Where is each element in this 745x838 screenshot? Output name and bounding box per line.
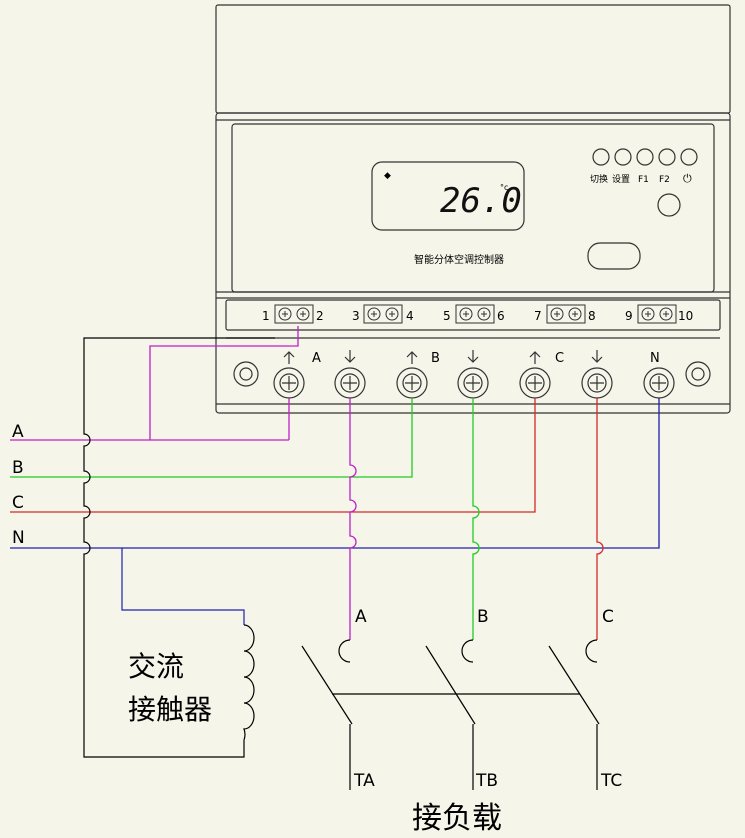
- contactor-wire-blue: [121, 548, 245, 625]
- control-buttons[interactable]: [587, 148, 698, 270]
- supply-label-n: N: [12, 528, 25, 548]
- output-label-tc: TC: [600, 771, 622, 791]
- terminal-6: 6: [497, 309, 505, 323]
- button-setting-label: 设置: [612, 174, 630, 185]
- phase-label-a: A: [312, 351, 321, 366]
- contact-label-a: A: [355, 607, 367, 627]
- temperature-readout: 26.0: [440, 181, 522, 221]
- supply-label-c: C: [12, 493, 24, 513]
- supply-line-n: [10, 398, 660, 549]
- button-switch-label: 切换: [590, 173, 608, 185]
- terminal-1: 1: [262, 309, 270, 323]
- signal-terminals: [274, 304, 677, 324]
- phase-label-c: C: [555, 351, 564, 366]
- output-line-b: [472, 398, 480, 640]
- terminal-8: 8: [588, 309, 596, 323]
- phase-label-n: N: [650, 351, 660, 366]
- direction-arrows: [283, 350, 603, 364]
- terminal-4: 4: [406, 309, 414, 323]
- button-f1-label: F1: [638, 175, 649, 185]
- device-name: 智能分体空调控制器: [414, 253, 504, 266]
- mounting-holes: [233, 361, 711, 387]
- supply-line-c: [10, 398, 536, 513]
- contact-label-b: B: [477, 607, 489, 627]
- terminal-3: 3: [352, 309, 360, 323]
- contactor-label-2: 接触器: [128, 693, 212, 726]
- output-label-ta: TA: [353, 771, 375, 791]
- contact-label-c: C: [602, 607, 614, 627]
- output-label-tb: TB: [475, 771, 498, 791]
- supply-label-a: A: [12, 422, 24, 442]
- load-label: 接负载: [412, 801, 502, 836]
- contactor-coil: [243, 624, 255, 741]
- phase-label-b: B: [431, 351, 440, 366]
- output-line-c: [596, 398, 604, 640]
- temperature-unit: °c: [500, 183, 508, 192]
- terminal-7: 7: [534, 309, 542, 323]
- control-wire-black: [83, 337, 275, 758]
- supply-line-b: [10, 398, 413, 478]
- supply-line-a: [10, 326, 299, 441]
- wifi-icon: ◆: [384, 171, 391, 181]
- lcd-display: ◆ 26.0 °c: [371, 161, 525, 231]
- supply-label-b: B: [12, 458, 24, 478]
- contactor-label-1: 交流: [128, 650, 184, 683]
- power-icon: ⏻: [683, 172, 692, 185]
- contactor-contacts: [301, 639, 600, 790]
- terminal-10: 10: [678, 309, 693, 323]
- terminal-2: 2: [316, 309, 324, 323]
- button-f2-label: F2: [659, 175, 670, 185]
- output-line-a: [349, 398, 357, 640]
- terminal-9: 9: [625, 309, 633, 323]
- terminal-5: 5: [443, 309, 451, 323]
